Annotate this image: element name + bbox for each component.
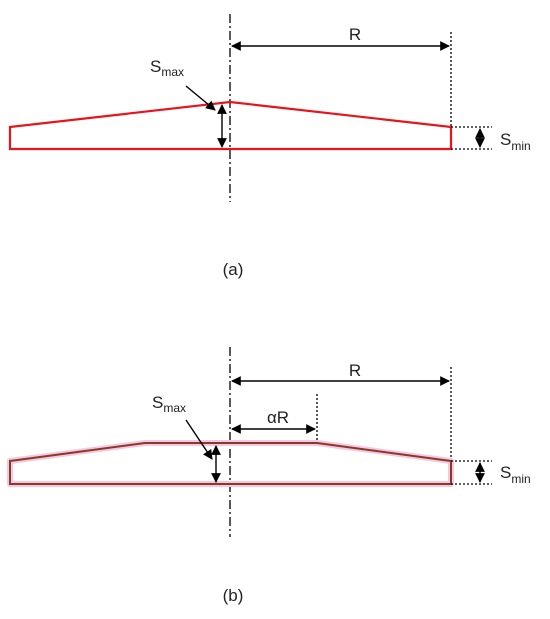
smin-label-b: Smin xyxy=(500,463,531,486)
smax-leader-arrow-a xyxy=(185,85,216,111)
caption-b: (b) xyxy=(223,586,244,605)
smax-label-a: Smax xyxy=(150,57,184,79)
profile-a xyxy=(8,100,453,151)
diagram-b: R αR Smax Smin (b) xyxy=(7,347,531,605)
smax-leader-arrow-b xyxy=(185,419,213,460)
r-label-b: R xyxy=(349,361,361,380)
smax-label-b: Smax xyxy=(152,393,186,415)
diagram-a: R Smax Smin (a) xyxy=(8,14,531,279)
caption-a: (a) xyxy=(223,260,244,279)
r-label-a: R xyxy=(349,25,361,44)
alphar-label-b: αR xyxy=(267,408,289,427)
smin-label-a: Smin xyxy=(500,130,531,153)
